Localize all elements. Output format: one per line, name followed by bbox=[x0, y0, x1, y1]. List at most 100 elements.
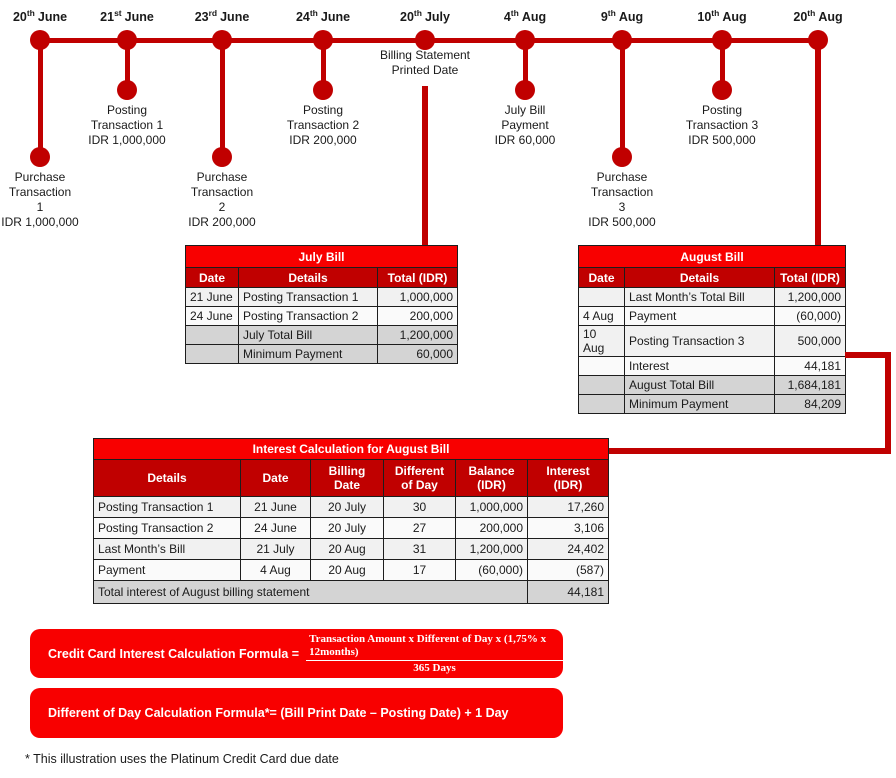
timeline-drop-line bbox=[720, 40, 725, 90]
timeline-event-label: Posting Transaction 3 IDR 500,000 bbox=[685, 103, 759, 147]
cell-total: 1,200,000 bbox=[774, 287, 846, 307]
timeline-event-dot bbox=[712, 80, 732, 100]
formula-numerator: Transaction Amount x Different of Day x … bbox=[306, 633, 563, 661]
timeline-drop-line bbox=[321, 40, 326, 90]
column-header: Date bbox=[240, 459, 311, 497]
cell-interest: 17,260 bbox=[526, 496, 610, 518]
cell-details: Posting Transaction 2 bbox=[93, 517, 241, 539]
cell-day-diff: 17 bbox=[383, 559, 456, 581]
column-header: Date bbox=[185, 267, 239, 288]
timeline-event-dot bbox=[515, 80, 535, 100]
timeline-event-label: Purchase Transaction 2 IDR 200,000 bbox=[188, 170, 256, 229]
cell-interest: 3,106 bbox=[526, 517, 610, 539]
column-header: Total (IDR) bbox=[774, 267, 846, 288]
total-interest-label: Total interest of August billing stateme… bbox=[93, 580, 528, 604]
table-row: Posting Transaction 1 21 June 20 July 30… bbox=[93, 496, 610, 518]
cell-details: August Total Bill bbox=[624, 375, 775, 395]
timeline-event-dot bbox=[30, 147, 50, 167]
cell-balance: 200,000 bbox=[455, 517, 528, 539]
column-header: Details bbox=[624, 267, 775, 288]
footnote: * This illustration uses the Platinum Cr… bbox=[25, 752, 339, 766]
cell-date bbox=[578, 356, 625, 376]
table-total-row: Total interest of August billing stateme… bbox=[93, 580, 610, 604]
cell-billing-date: 20 Aug bbox=[310, 538, 384, 560]
cell-balance: 1,200,000 bbox=[455, 538, 528, 560]
interest-formula-fraction: Transaction Amount x Different of Day x … bbox=[306, 633, 563, 675]
timeline-event-dot bbox=[117, 80, 137, 100]
cell-details: Minimum Payment bbox=[238, 344, 378, 364]
august-bill-title: August Bill bbox=[578, 245, 846, 268]
august-bill-table: August Bill Date Details Total (IDR) Las… bbox=[578, 245, 846, 414]
interest-connector-line bbox=[608, 448, 891, 454]
cell-details: Posting Transaction 2 bbox=[238, 306, 378, 326]
column-header: Total (IDR) bbox=[376, 267, 459, 288]
cell-details: Last Month’s Bill bbox=[93, 538, 241, 560]
cell-details: Posting Transaction 3 bbox=[624, 325, 775, 357]
day-difference-formula-box: Different of Day Calculation Formula*= (… bbox=[30, 688, 563, 738]
table-row: Minimum Payment 84,209 bbox=[578, 394, 846, 414]
table-row: 24 June Posting Transaction 2 200,000 bbox=[185, 306, 459, 326]
cell-balance: (60,000) bbox=[455, 559, 528, 581]
cell-date bbox=[185, 325, 239, 345]
cell-day-diff: 30 bbox=[383, 496, 456, 518]
cell-details: Minimum Payment bbox=[624, 394, 775, 414]
cell-total: 200,000 bbox=[376, 306, 459, 326]
cell-date: 4 Aug bbox=[240, 559, 311, 581]
timeline-event-dot bbox=[212, 147, 232, 167]
timeline-event-label: Purchase Transaction 3 IDR 500,000 bbox=[588, 170, 656, 229]
cell-billing-date: 20 July bbox=[310, 517, 384, 539]
table-row: Last Month’s Bill 21 July 20 Aug 31 1,20… bbox=[93, 538, 610, 560]
cell-billing-date: 20 Aug bbox=[310, 559, 384, 581]
cell-total: 60,000 bbox=[376, 344, 459, 364]
cell-date bbox=[578, 394, 625, 414]
interest-connector-line bbox=[845, 352, 891, 358]
interest-formula-box: Credit Card Interest Calculation Formula… bbox=[30, 629, 563, 678]
interest-connector-line bbox=[885, 352, 891, 454]
column-header: Balance (IDR) bbox=[455, 459, 528, 497]
table-row: July Total Bill 1,200,000 bbox=[185, 325, 459, 345]
interest-table-title: Interest Calculation for August Bill bbox=[92, 438, 610, 460]
timeline-event-label: Billing Statement Printed Date bbox=[379, 48, 471, 77]
cell-date: 21 July bbox=[240, 538, 311, 560]
cell-details: Last Month’s Total Bill bbox=[624, 287, 775, 307]
table-row: Last Month’s Total Bill 1,200,000 bbox=[578, 287, 846, 307]
table-row: August Total Bill 1,684,181 bbox=[578, 375, 846, 395]
column-header: Date bbox=[578, 267, 625, 288]
cell-day-diff: 31 bbox=[383, 538, 456, 560]
cell-details: July Total Bill bbox=[238, 325, 378, 345]
cell-interest: (587) bbox=[526, 559, 610, 581]
timeline-event-label: Purchase Transaction 1 IDR 1,000,000 bbox=[1, 170, 79, 229]
total-interest-value: 44,181 bbox=[526, 580, 610, 604]
cell-total: (60,000) bbox=[774, 306, 846, 326]
cell-total: 84,209 bbox=[774, 394, 846, 414]
cell-date: 4 Aug bbox=[578, 306, 625, 326]
cell-details: Payment bbox=[93, 559, 241, 581]
interest-calculation-table: Interest Calculation for August Bill Det… bbox=[92, 438, 610, 604]
cell-details: Posting Transaction 1 bbox=[93, 496, 241, 518]
timeline-drop-line bbox=[220, 40, 225, 157]
billing-statement-connector bbox=[422, 86, 428, 246]
table-row: 21 June Posting Transaction 1 1,000,000 bbox=[185, 287, 459, 307]
table-row: Interest 44,181 bbox=[578, 356, 846, 376]
table-row: Minimum Payment 60,000 bbox=[185, 344, 459, 364]
formula-denominator: 365 Days bbox=[413, 661, 456, 674]
cell-date bbox=[578, 375, 625, 395]
cell-balance: 1,000,000 bbox=[455, 496, 528, 518]
table-row: Payment 4 Aug 20 Aug 17 (60,000) (587) bbox=[93, 559, 610, 581]
cell-details: Interest bbox=[624, 356, 775, 376]
timeline-drop-line bbox=[620, 40, 625, 157]
interest-formula-lead: Credit Card Interest Calculation Formula… bbox=[48, 646, 300, 661]
timeline-event-label: July Bill Payment IDR 60,000 bbox=[494, 103, 556, 147]
table-row: 4 Aug Payment (60,000) bbox=[578, 306, 846, 326]
cell-day-diff: 27 bbox=[383, 517, 456, 539]
column-header: Different of Day bbox=[383, 459, 456, 497]
cell-total: 1,684,181 bbox=[774, 375, 846, 395]
